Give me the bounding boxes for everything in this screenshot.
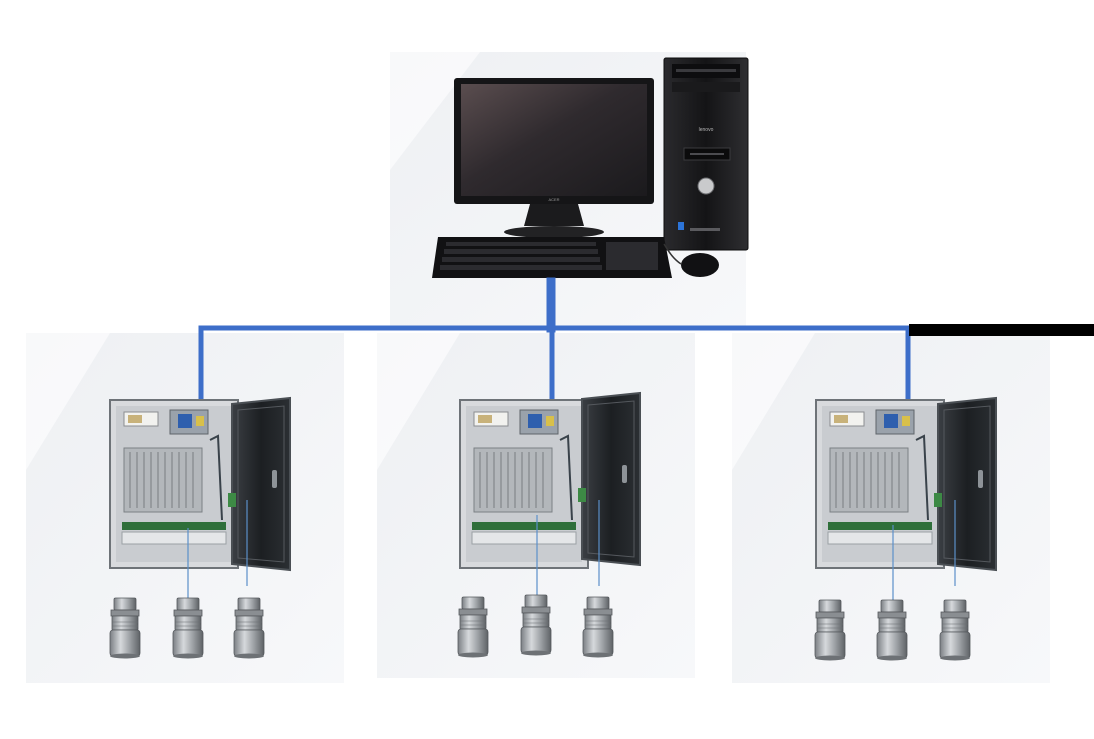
enclosure-door: [227, 397, 291, 571]
computer-workstation: ACER lenovo: [432, 57, 749, 278]
enclosure: [109, 399, 239, 569]
enclosure: [459, 399, 589, 569]
monitoring-station-1: [109, 397, 291, 659]
sensor-1-1: [109, 597, 141, 659]
enclosure-door: [577, 392, 641, 566]
power-icon: [697, 177, 715, 195]
sensor-1-2: [172, 597, 204, 659]
sensor-2-1: [457, 596, 489, 658]
monitoring-station-3: [814, 397, 997, 661]
black-bar: [909, 324, 1094, 336]
enclosure: [815, 399, 945, 569]
sensor-1-3: [233, 597, 265, 659]
pc-tower: lenovo: [663, 57, 749, 251]
network-connections: [198, 277, 911, 433]
keyboard: [432, 237, 672, 278]
enclosure-door: [933, 397, 997, 571]
sensor-3-3: [939, 599, 971, 661]
monitoring-station-2: [457, 392, 641, 658]
tower-brand-label: lenovo: [699, 127, 714, 133]
sensor-3-1: [814, 599, 846, 661]
mouse-icon: [681, 253, 719, 277]
monitor: ACER: [454, 78, 654, 238]
sensor-3-2: [876, 599, 908, 661]
sensor-2-3: [582, 596, 614, 658]
monitor-brand-label: ACER: [548, 197, 559, 202]
sensor-2-2: [520, 594, 552, 656]
